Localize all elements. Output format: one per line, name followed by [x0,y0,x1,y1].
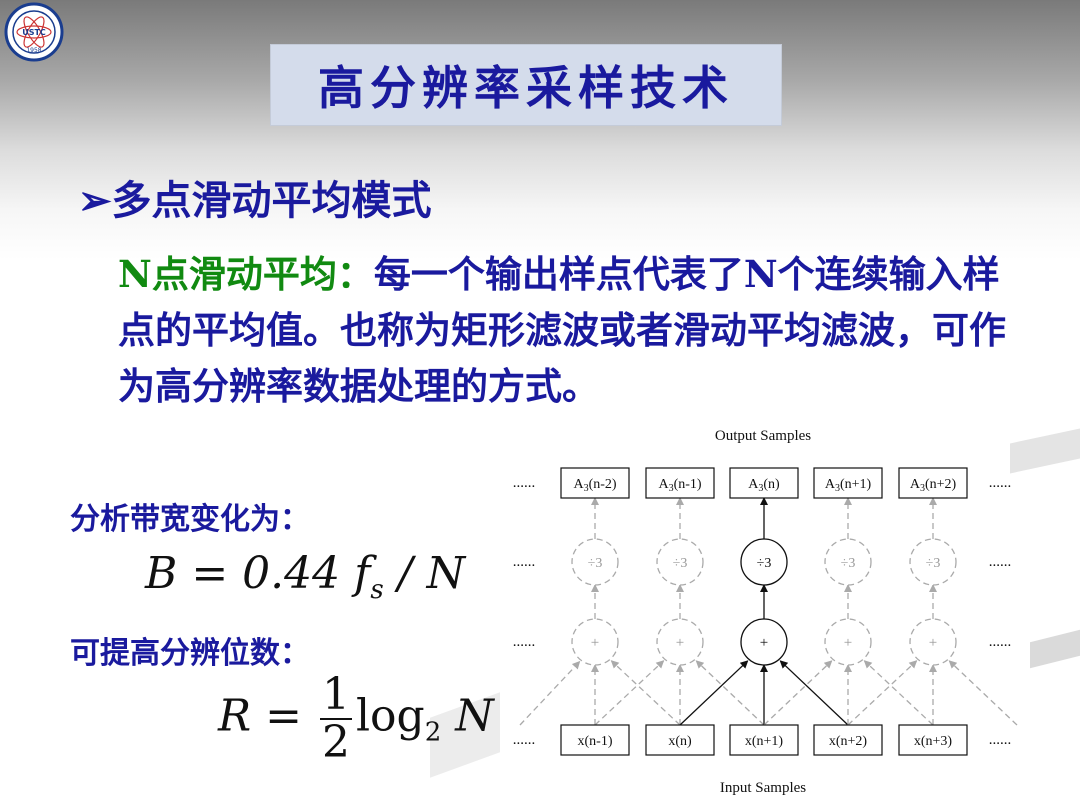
description-paragraph: N点滑动平均：每一个输出样点代表了N个连续输入样点的平均值。也称为矩形滤波或者滑… [118,246,1018,414]
divide-node [656,538,704,586]
output-sample-box [560,467,630,499]
sum-symbol: + [844,635,852,651]
input-sample-box [729,724,799,756]
output-sample-box [898,467,968,499]
divide-symbol: ÷3 [926,556,941,571]
input-sample-label: x(n+3) [914,734,953,749]
divide-node [824,538,872,586]
output-sample-box [813,467,883,499]
sum-node [824,618,872,666]
input-sample-label: x(n+2) [829,734,868,749]
output-sample-box [729,467,799,499]
bullet-heading: ➢多点滑动平均模式 [78,168,432,226]
arrow-bullet-icon: ➢ [78,177,112,224]
sum-node [740,618,788,666]
output-sample-box [645,467,715,499]
sum-node [656,618,704,666]
connector-arrow [695,660,765,726]
connector-arrow [763,660,833,726]
connector-arrow [779,660,849,726]
ellipsis-right: ...... [989,732,1012,748]
bandwidth-label: 分析带宽变化为： [70,502,310,537]
output-sample-label: A3(n-2) [573,477,616,494]
connector-arrow [847,660,918,726]
slide-title: 高分辨率采样技术 [318,61,734,115]
output-sample-label: A3(n-1) [658,477,701,494]
sum-symbol: + [676,635,684,651]
moving-average-diagram: Output Samples Input Samples ...........… [513,428,1018,796]
sum-symbol: + [760,635,768,651]
input-samples-title: Input Samples [720,780,806,796]
bullet-text: 多点滑动平均模式 [111,177,432,224]
divide-node [909,538,957,586]
sum-node [909,618,957,666]
divide-symbol: ÷3 [673,556,688,571]
ellipsis-left: ...... [513,634,536,650]
divide-node [571,538,619,586]
connector-arrow [610,660,681,726]
output-samples-title: Output Samples [715,428,811,444]
output-sample-label: A3(n+1) [825,477,872,494]
ellipsis-right: ...... [989,554,1012,570]
input-sample-label: x(n-1) [578,734,613,749]
bandwidth-formula: B = 0.44 fs / N [145,548,466,605]
input-sample-box [560,724,630,756]
sum-node [571,618,619,666]
ellipsis-right: ...... [989,634,1012,650]
output-sample-label: A3(n) [748,477,780,494]
sum-symbol: + [929,635,937,651]
input-sample-label: x(n) [668,734,692,749]
connector-arrow [948,660,1018,726]
connector-arrow [519,660,581,726]
connector-arrow [679,660,749,726]
divide-node [740,538,788,586]
input-sample-box [898,724,968,756]
divide-symbol: ÷3 [757,556,772,571]
input-sample-box [813,724,883,756]
output-sample-label: A3(n+2) [910,477,957,494]
ellipsis-right: ...... [989,475,1012,491]
input-sample-box [645,724,715,756]
logo-year: 1958 [26,47,41,54]
ellipsis-left: ...... [513,554,536,570]
resolution-label: 可提高分辨位数： [70,636,310,671]
divide-symbol: ÷3 [588,556,603,571]
logo-text: USTC [22,28,46,37]
ellipsis-left: ...... [513,732,536,748]
input-sample-label: x(n+1) [745,734,784,749]
paragraph-label: N点滑动平均： [118,252,374,296]
university-logo: USTC 1958 [4,2,64,62]
connector-arrow [594,660,665,726]
divide-symbol: ÷3 [841,556,856,571]
sum-symbol: + [591,635,599,651]
ellipsis-left: ...... [513,475,536,491]
slide-title-box: 高分辨率采样技术 [270,44,782,126]
connector-arrow [863,660,934,726]
paragraph-text: 每一个输出样点代表了N个连续输入样点的平均值。也称为矩形滤波或者滑动平均滤波，可… [118,252,1006,408]
